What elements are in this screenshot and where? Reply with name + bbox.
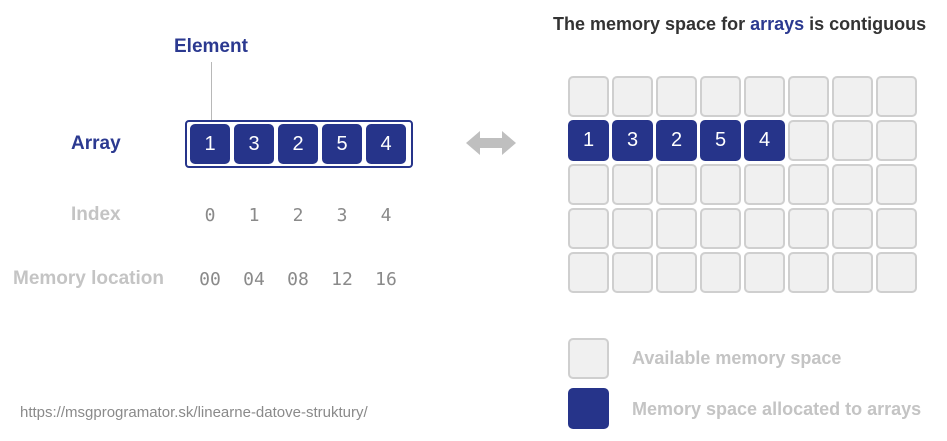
- memory-cell-available: [876, 252, 917, 293]
- double-arrow-icon: [466, 131, 516, 155]
- memory-cell-available: [700, 76, 741, 117]
- array-cell: 3: [234, 124, 274, 164]
- memory-cell-allocated: 1: [568, 120, 609, 161]
- legend-label-allocated: Memory space allocated to arrays: [632, 399, 922, 419]
- memory-cell-available: [788, 252, 829, 293]
- memory-cell-available: [876, 76, 917, 117]
- memory-cell-available: [876, 208, 917, 249]
- memory-location-values: 00 04 08 12 16: [190, 269, 406, 290]
- memory-cell-available: [744, 164, 785, 205]
- memory-cell-available: [568, 252, 609, 293]
- memory-cell-available: [568, 164, 609, 205]
- memory-cell-available: [700, 252, 741, 293]
- memory-location-value: 12: [331, 269, 353, 290]
- memory-cell-available: [832, 76, 873, 117]
- memory-cell-available: [832, 164, 873, 205]
- memory-cell-available: [788, 76, 829, 117]
- memory-grid-title: The memory space for arrays is contiguou…: [553, 14, 926, 35]
- memory-cell-available: [832, 120, 873, 161]
- memory-cell-available: [744, 208, 785, 249]
- index-values: 0 1 2 3 4: [190, 205, 406, 226]
- memory-cell-available: [876, 120, 917, 161]
- title-text-after: is contiguous: [804, 14, 927, 34]
- element-pointer-line: [211, 62, 212, 120]
- legend-label-available: Available memory space: [632, 348, 842, 368]
- array-cell: 4: [366, 124, 406, 164]
- memory-cell-available: [700, 208, 741, 249]
- memory-cell-available: [832, 252, 873, 293]
- memory-cell-available: [568, 76, 609, 117]
- memory-cell-available: [612, 76, 653, 117]
- memory-cell-available: [612, 164, 653, 205]
- memory-cell-available: [656, 208, 697, 249]
- memory-cell-available: [568, 208, 609, 249]
- memory-location-value: 16: [375, 269, 397, 290]
- index-value: 3: [336, 205, 348, 226]
- memory-cell-allocated: 3: [612, 120, 653, 161]
- memory-cell-available: [788, 120, 829, 161]
- index-value: 4: [380, 205, 392, 226]
- memory-location-value: 00: [199, 269, 221, 290]
- legend-swatch-available: [568, 338, 609, 379]
- memory-cell-allocated: 4: [744, 120, 785, 161]
- memory-cell-available: [656, 76, 697, 117]
- memory-location-value: 08: [287, 269, 309, 290]
- memory-cell-available: [700, 164, 741, 205]
- array-cell: 1: [190, 124, 230, 164]
- array-row-label: Array: [71, 133, 121, 154]
- memory-cell-allocated: 5: [700, 120, 741, 161]
- title-text-before: The memory space for: [553, 14, 751, 34]
- memory-cell-available: [656, 164, 697, 205]
- source-url: https://msgprogramator.sk/linearne-datov…: [20, 404, 368, 421]
- memory-cell-available: [788, 164, 829, 205]
- legend-swatch-allocated: [568, 388, 609, 429]
- index-row-label: Index: [71, 204, 121, 225]
- memory-location-value: 04: [243, 269, 265, 290]
- title-highlight: arrays: [750, 14, 805, 34]
- array-cell: 5: [322, 124, 362, 164]
- memory-cell-available: [656, 252, 697, 293]
- memory-cell-available: [744, 252, 785, 293]
- array-cell: 2: [278, 124, 318, 164]
- element-label: Element: [174, 36, 248, 57]
- memory-cell-available: [876, 164, 917, 205]
- memory-cell-allocated: 2: [656, 120, 697, 161]
- memory-cell-available: [832, 208, 873, 249]
- memory-location-row-label: Memory location: [13, 268, 164, 289]
- index-value: 0: [204, 205, 216, 226]
- array-cells: 1 3 2 5 4: [190, 124, 406, 164]
- memory-cell-available: [612, 208, 653, 249]
- memory-cell-available: [744, 76, 785, 117]
- index-value: 1: [248, 205, 260, 226]
- index-value: 2: [292, 205, 304, 226]
- memory-cell-available: [612, 252, 653, 293]
- memory-cell-available: [788, 208, 829, 249]
